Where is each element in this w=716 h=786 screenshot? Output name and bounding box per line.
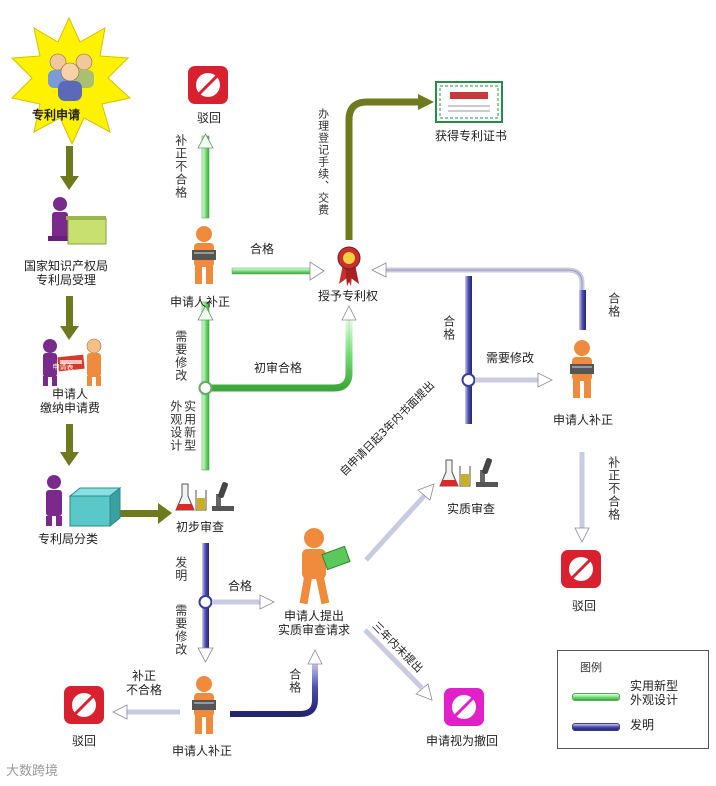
applicant-figure-bottom (192, 676, 216, 734)
reject-icon-right (561, 550, 601, 588)
blue-paths (197, 276, 586, 717)
legend-utility-line2: 外观设计 (630, 693, 679, 708)
lab-icon-substantive (439, 458, 498, 487)
grant-label: 授予专利权 (318, 289, 379, 303)
reject-right-label: 驳回 (572, 599, 597, 613)
cnipa-accept-line1: 国家知识产权局 (24, 259, 109, 273)
legend-utility-line1: 实用新型 (630, 679, 679, 693)
qualified-right-text: 合格 (606, 292, 621, 318)
utility-design-text: 实用新型外观设计 (168, 400, 197, 452)
qualified-vertical-text: 合格 (441, 315, 456, 341)
invention-text: 发明 (173, 556, 188, 582)
return-arrow-to-grant (384, 267, 585, 325)
needs-modify-bottom-text: 需要修改 (173, 604, 188, 656)
patent-application-label: 专利申请 (32, 108, 81, 122)
correct-fail-top-text: 补正不合格 (173, 134, 188, 199)
legend-utility-label: 实用新型 外观设计 (630, 679, 678, 708)
gray-arrows (125, 452, 585, 715)
reject-icon-bottom (64, 686, 104, 724)
correct-fail-bottom-line1: 补正 (132, 669, 157, 683)
watermark: 大数跨境 (6, 764, 59, 779)
qualified-bottom-text: 合格 (287, 668, 302, 694)
medal-icon (337, 246, 361, 286)
qualified-mid-text: 合格 (228, 579, 253, 593)
certificate-label: 获得专利证书 (435, 129, 508, 143)
legend-title: 图例 (580, 661, 602, 674)
legend-invention-line (572, 723, 620, 731)
reject-bottom-label: 驳回 (72, 734, 97, 748)
withdrawn-label: 申请视为撤回 (426, 734, 499, 748)
applicant-correct-bottom-label: 申请人补正 (172, 744, 233, 758)
request-line1: 申请人提出 (284, 609, 345, 623)
request-line2: 实质审查请求 (278, 622, 351, 637)
request-substantive-label: 申请人提出 实质审查请求 (278, 609, 351, 638)
applicant-figure-top (192, 226, 216, 284)
withdrawn-icon (444, 688, 484, 726)
legend: 图例 实用新型 外观设计 发明 (557, 650, 709, 749)
certificate-icon (435, 81, 503, 123)
pay-fee-line1: 申请人 (52, 387, 89, 401)
needs-modify-left-text: 需要修改 (173, 330, 188, 382)
applicant-correct-right-label: 申请人补正 (553, 413, 614, 427)
needs-modify-right-text: 需要修改 (486, 351, 535, 365)
substantive-exam-label: 实质审查 (447, 502, 496, 516)
form-label: 申请表 (53, 362, 74, 371)
prelim-qualified-text: 初审合格 (254, 361, 303, 375)
pay-fee-label: 申请人 缴纳申请费 (40, 387, 101, 416)
legend-invention-label: 发明 (630, 718, 655, 732)
correct-fail-right-text: 补正不合格 (606, 456, 621, 521)
reject-icon-top (188, 66, 228, 104)
reject-top-label: 驳回 (197, 111, 222, 125)
people-icon (48, 53, 94, 101)
register-arrow (345, 98, 420, 240)
correct-fail-bottom-text: 补正 不合格 (126, 669, 163, 698)
cnipa-accept-line2: 专利局受理 (36, 272, 97, 287)
classification-icon (46, 475, 122, 528)
preliminary-exam-label: 初步审查 (176, 520, 225, 534)
cnipa-accept-label: 国家知识产权局 专利局受理 (24, 259, 109, 288)
pay-fee-icon (43, 338, 102, 386)
office-desk-icon (48, 197, 107, 245)
pay-fee-line2: 缴纳申请费 (40, 400, 101, 415)
classification-label: 专利局分类 (38, 532, 99, 546)
qualified-top-text: 合格 (250, 242, 275, 256)
green-paths (197, 133, 357, 471)
lab-icon-preliminary (175, 482, 234, 511)
register-fee-text: 办理登记手续、交费 (316, 108, 330, 216)
applicant-figure-right (570, 340, 594, 398)
applicant-correct-top-label: 申请人补正 (170, 295, 231, 309)
correct-fail-bottom-line2: 不合格 (126, 682, 163, 697)
olive-arrows (60, 146, 172, 524)
legend-utility-line (572, 693, 620, 701)
applicant-request-figure (299, 528, 351, 605)
